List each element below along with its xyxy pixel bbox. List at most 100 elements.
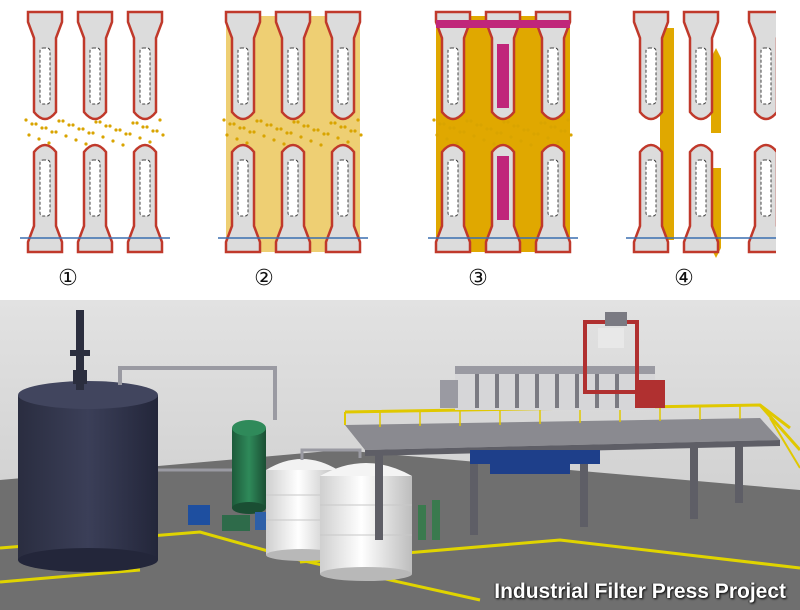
plate-drain-channel [237,47,249,105]
slurry-particle [322,132,326,136]
slurry-particle [262,134,266,138]
slurry-particle [506,120,510,124]
plant-rendering: Industrial Filter Press Project [0,300,800,610]
plate-drain-channel [645,47,657,105]
slurry-particle [442,122,446,126]
slurry-particle [566,118,570,122]
slurry-particle [275,127,279,131]
stage-4-label: ④ [674,266,694,291]
slurry-particle [289,131,293,135]
slurry-particle [306,124,310,128]
slurry-particle [526,128,530,132]
slurry-particle [84,142,88,146]
project-caption: Industrial Filter Press Project [494,580,786,603]
slurry-particle [469,119,473,123]
slurry-particle [462,130,466,134]
membrane-squeeze [497,156,509,220]
slurry-particle [455,141,459,145]
slurry-particle [512,124,516,128]
slurry-particle [516,124,520,128]
slurry-particle [259,119,263,123]
slurry-particle [87,131,91,135]
slurry-particle [155,129,159,133]
plate-drain-channel [237,159,249,217]
plate-drain-channel [89,47,101,105]
slurry-particle [225,133,229,137]
slurry-particle [91,131,95,135]
slurry-particle [255,119,259,123]
slurry-particle [299,135,303,139]
slurry-particle [64,134,68,138]
slurry-particle [569,133,573,137]
plant-illustration [0,300,800,610]
slurry-particle [499,131,503,135]
slurry-particle [71,123,75,127]
slurry-particle [302,124,306,128]
slurry-particle [242,126,246,130]
slurry-particle [319,143,323,147]
plate-drain-channel [447,47,459,105]
slurry-particle [296,120,300,124]
slurry-particle [24,118,28,122]
plate-drain-channel [287,47,299,105]
slurry-particle [435,133,439,137]
stage-3-label: ③ [468,266,488,291]
filter-cake-fill [660,28,674,240]
slurry-particle [67,123,71,127]
slurry-particle [158,118,162,122]
slurry-particle [121,143,125,147]
slurry-particle [563,129,567,133]
slurry-particle [343,125,347,129]
slurry-particle [81,127,85,131]
slurry-particle [248,130,252,134]
slurry-particle [44,126,48,130]
slurry-particle [482,138,486,142]
slurry-particle [279,127,283,131]
slurry-particle [349,129,353,133]
slurry-particle [432,118,436,122]
slurry-particle [452,126,456,130]
slurry-particle [222,118,226,122]
slurry-particle [532,132,536,136]
slurry-particle [546,136,550,140]
slurry-particle [448,126,452,130]
white-tank-right [320,463,412,581]
filtration-stages-panel: ① ② ③ ④ [0,0,800,300]
slurry-particle [27,133,31,137]
slurry-particle [359,133,363,137]
slurry-particle [333,121,337,125]
pump-blue [188,505,210,525]
pump-green [222,515,250,531]
slurry-particle [489,127,493,131]
plate-drain-channel [760,47,772,105]
pressure-tank-green [232,420,266,514]
slurry-particle [272,138,276,142]
slurry-particle [74,138,78,142]
slurry-particle [111,139,115,143]
slurry-particle [138,136,142,140]
slurry-particle [269,123,273,127]
slurry-particle [495,131,499,135]
slurry-particle [522,128,526,132]
slurry-particle [549,125,553,129]
slurry-particle [94,120,98,124]
slurry-particle [148,140,152,144]
slurry-particle [529,143,533,147]
slurry-particle [292,120,296,124]
slurry-particle [509,135,513,139]
slurry-particle [559,129,563,133]
plate-drain-channel [547,47,559,105]
slurry-particle [161,133,165,137]
slurry-particle [77,127,81,131]
slurry-particle [336,136,340,140]
plate-drain-channel [287,159,299,217]
slurry-particle [282,142,286,146]
slurry-particle [37,137,41,141]
slurry-particle [502,120,506,124]
slurry-particle [232,122,236,126]
slurry-particle [329,121,333,125]
slurry-particle [104,124,108,128]
slurry-particle [124,132,128,136]
slurry-particle [438,122,442,126]
slurry-particle [556,140,560,144]
